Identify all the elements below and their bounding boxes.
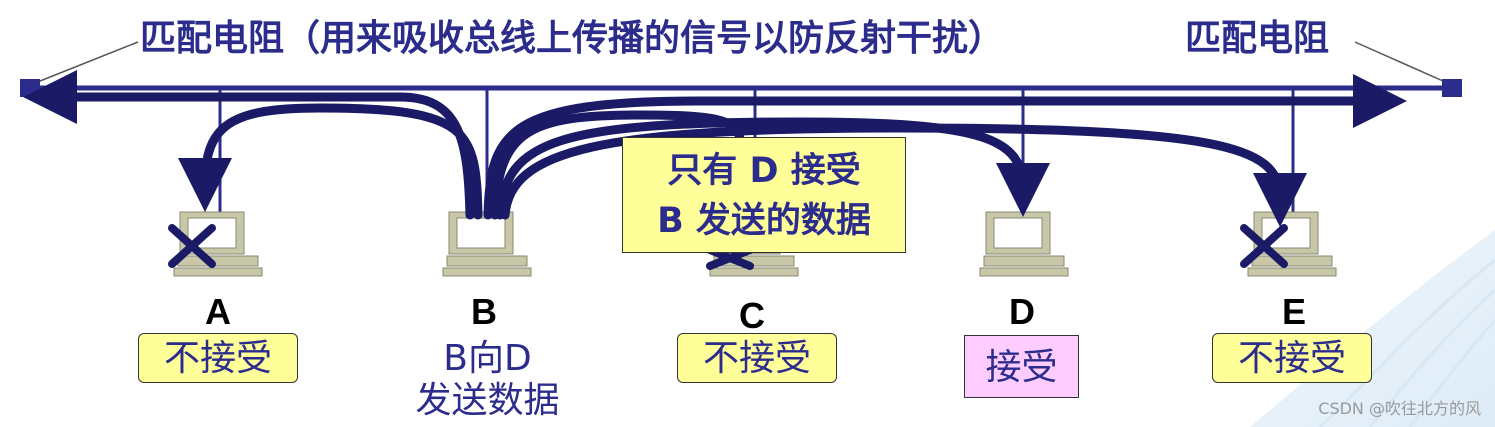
watermark: CSDN @吹往北方的风 — [1318, 399, 1481, 418]
terminator-label-right: 匹配电阻 — [1185, 18, 1330, 59]
cross-icon-a — [168, 224, 216, 268]
status-text-b: B向D 发送数据 — [400, 338, 575, 422]
terminator-left — [20, 79, 40, 97]
cross-icon-e — [1240, 224, 1288, 268]
status-badge-c: 不接受 — [677, 333, 837, 383]
station-label-a: A — [205, 291, 231, 332]
diagram-title: 匹配电阻（用来吸收总线上传播的信号以防反射干扰） — [140, 18, 1005, 59]
computer-icon-d — [979, 211, 1069, 277]
station-label-c: C — [739, 295, 765, 336]
callout-box: 只有 D 接受 B 发送的数据 — [622, 137, 906, 253]
callout-line2: B 发送的数据 — [657, 201, 871, 241]
terminator-leader-left — [29, 41, 139, 86]
computer-icon-b — [442, 211, 532, 277]
status-badge-a: 不接受 — [138, 333, 298, 383]
terminator-right — [1442, 79, 1462, 97]
station-label-e: E — [1281, 291, 1306, 332]
callout-line1: 只有 D 接受 — [667, 151, 861, 191]
status-text-b-line2: 发送数据 — [415, 380, 560, 421]
signal-arrow-left — [23, 70, 475, 220]
status-text-b-line1: B向D — [443, 338, 532, 379]
status-badge-d: 接受 — [964, 335, 1079, 398]
terminator-leader-right — [1354, 41, 1453, 86]
signal-arrow-to-e — [500, 123, 1307, 227]
signal-arrow-to-d — [495, 117, 1050, 220]
station-label-b: B — [471, 291, 497, 332]
signal-arrow-to-a — [178, 103, 483, 220]
station-label-d: D — [1009, 291, 1035, 332]
signal-arrow-right — [483, 74, 1407, 220]
status-badge-e: 不接受 — [1212, 333, 1372, 383]
